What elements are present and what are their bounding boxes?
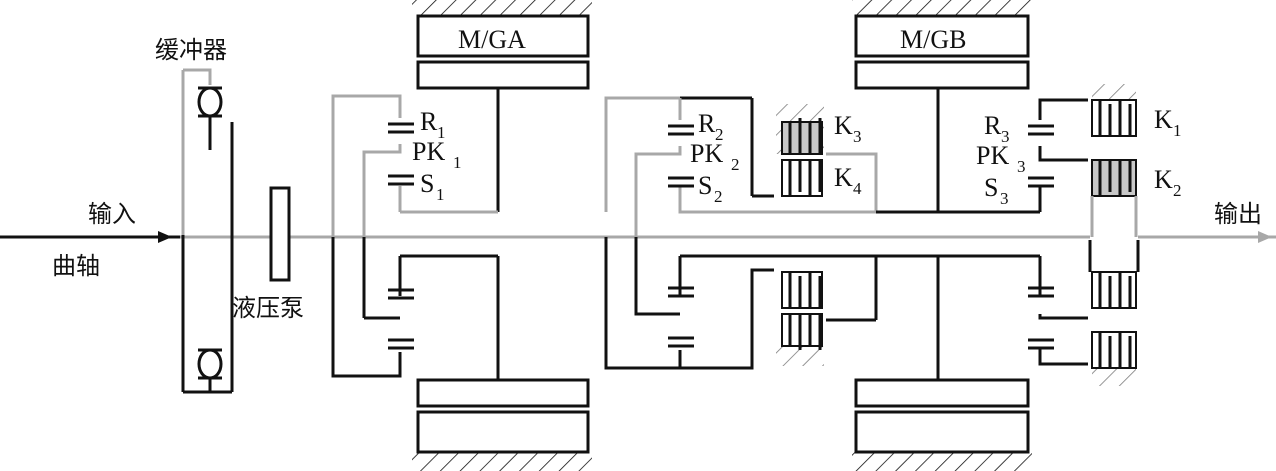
svg-text:2: 2: [715, 125, 724, 144]
motor-generator-a: [416, 14, 590, 454]
svg-text:1: 1: [1173, 121, 1182, 140]
svg-text:S: S: [420, 169, 434, 198]
svg-text:1: 1: [453, 153, 462, 172]
motor-a-label: M/GA: [458, 25, 526, 54]
svg-text:K: K: [1154, 165, 1173, 194]
planet-carrier-3-label: PK 3: [976, 141, 1026, 176]
motor-a-rotor-bottom: [416, 378, 590, 408]
motor-a-rotor-top: [416, 60, 590, 90]
input-label: 输入: [88, 200, 136, 228]
clutch-k2-label: K 2: [1154, 165, 1182, 200]
svg-text:2: 2: [714, 187, 723, 206]
ground-hatch-bottom-b: [852, 452, 1032, 471]
svg-text:2: 2: [731, 155, 740, 174]
svg-text:3: 3: [853, 127, 862, 146]
output-label: 输出: [1214, 200, 1262, 228]
svg-text:PK: PK: [976, 141, 1009, 170]
ring-gear-2-label: R 2: [698, 109, 724, 144]
buffer-label: 缓冲器: [155, 36, 227, 64]
output-arrow-icon: [1258, 231, 1272, 243]
input-arrow-icon: [158, 231, 172, 243]
pump-label: 液压泵: [232, 294, 304, 322]
clutch-k2: [1090, 159, 1138, 237]
motor-b-rotor-bottom: [854, 378, 1030, 408]
crankshaft-label: 曲轴: [52, 252, 100, 280]
svg-text:3: 3: [1001, 127, 1010, 146]
motor-a-stator-top: [416, 14, 590, 58]
svg-text:3: 3: [1017, 157, 1026, 176]
svg-text:S: S: [984, 173, 998, 202]
ground-hatch-top-a: [412, 0, 592, 16]
clutch-lower-pair: [776, 271, 876, 366]
svg-text:R: R: [698, 109, 716, 138]
svg-text:R: R: [420, 107, 438, 136]
svg-text:1: 1: [436, 185, 445, 204]
clutch-k3: [776, 104, 824, 155]
ring-gear-3-label: R 3: [984, 111, 1010, 146]
planetary-set-3: [876, 98, 1088, 366]
svg-text:2: 2: [1173, 181, 1182, 200]
svg-text:PK: PK: [690, 139, 723, 168]
svg-text:R: R: [984, 111, 1002, 140]
svg-text:K: K: [834, 111, 853, 140]
buffer-spring-bottom-icon: [197, 348, 223, 380]
svg-text:S: S: [698, 171, 712, 200]
planet-carrier-1-label: PK 1: [412, 137, 462, 172]
svg-text:K: K: [1154, 105, 1173, 134]
main-shaft: [0, 231, 1276, 243]
svg-text:1: 1: [437, 123, 446, 142]
motor-b-stator-bottom: [854, 410, 1030, 454]
clutch-k4: [781, 159, 823, 197]
planet-carrier-2-label: PK 2: [690, 139, 740, 174]
motor-b-rotor-top: [854, 60, 1030, 90]
hydraulic-pump: [269, 186, 291, 282]
svg-text:4: 4: [853, 179, 862, 198]
planetary-set-1: [331, 94, 498, 378]
ring-gear-1-label: R 1: [420, 107, 446, 142]
motor-b-stator-top: [854, 14, 1030, 58]
svg-text:PK: PK: [412, 137, 445, 166]
buffer-damper: [181, 68, 234, 394]
buffer-spring-top-icon: [197, 86, 223, 118]
sun-gear-1-label: S 1: [420, 169, 445, 204]
svg-text:K: K: [834, 163, 853, 192]
sun-gear-3-label: S 3: [984, 173, 1009, 208]
ground-hatch-top-b: [852, 0, 1032, 16]
motor-generator-b: [854, 14, 1030, 454]
clutch-k4-label: K 4: [834, 163, 862, 198]
clutch-k1-label: K 1: [1154, 105, 1182, 140]
sun-gear-2-label: S 2: [698, 171, 723, 206]
clutch-k3-label: K 3: [834, 111, 862, 146]
motor-b-label: M/GB: [900, 25, 966, 54]
svg-text:3: 3: [1000, 189, 1009, 208]
clutch-k1: [1091, 84, 1137, 137]
ground-hatch-bottom-a: [412, 452, 592, 471]
motor-a-stator-bottom: [416, 410, 590, 454]
clutch-lower-right: [1088, 240, 1140, 386]
